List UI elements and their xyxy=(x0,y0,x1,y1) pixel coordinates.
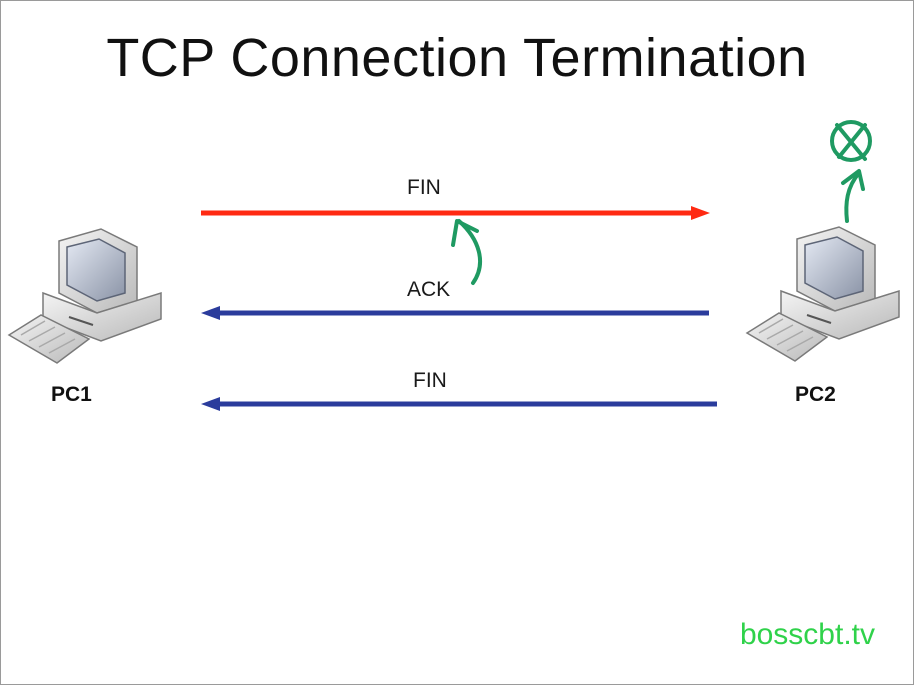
fin-label-2: FIN xyxy=(413,369,447,392)
curved-arrow-head xyxy=(451,219,479,247)
up-arrow-head xyxy=(841,169,865,191)
pc2-label: PC2 xyxy=(795,383,836,406)
fin-label: FIN xyxy=(407,176,441,199)
ack-arrowhead-left xyxy=(201,306,220,320)
pc2-computer-icon xyxy=(745,226,900,362)
slide-title: TCP Connection Termination xyxy=(106,28,808,88)
circled-x-icon xyxy=(830,120,872,162)
pc1-computer-icon xyxy=(7,228,162,364)
watermark: bosscbt.tv xyxy=(739,618,875,651)
fin-arrowhead-right xyxy=(691,206,710,220)
ack-label: ACK xyxy=(407,278,451,301)
up-arrow-icon xyxy=(844,171,861,223)
fin2-arrowhead-left xyxy=(201,397,220,411)
pc1-label: PC1 xyxy=(51,383,92,406)
